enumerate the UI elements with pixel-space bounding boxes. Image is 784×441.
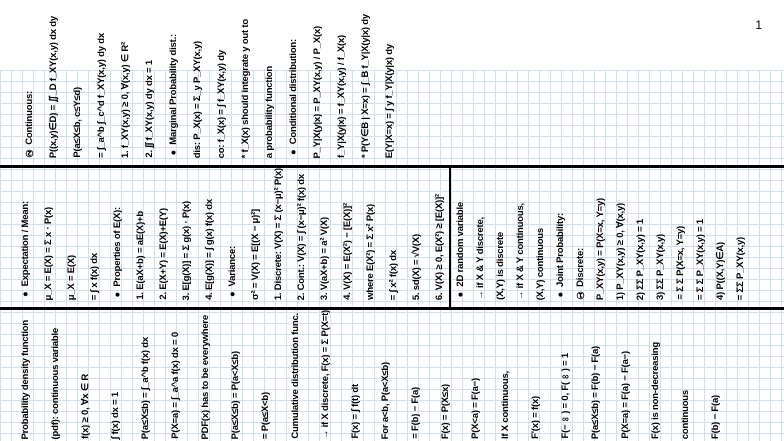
note-line: = P(a≤X<b)	[260, 391, 271, 439]
note-line: ● Conditional distribution:	[288, 39, 299, 158]
note-line: ● 2D random variable	[455, 202, 466, 300]
note-line: (pdf): continuous variable	[50, 327, 61, 439]
note-line: → if X & Y discrete,	[475, 217, 486, 300]
note-line: μ_X = E(X)	[66, 254, 77, 300]
note-line: 1. E(aX+b) = aE(X)+b	[135, 211, 146, 300]
note-line: = Σ Σ P(X=x, Y=y)	[675, 226, 686, 300]
note-line: 2) ΣΣ P_XY(x,y) = 1	[635, 218, 646, 300]
note-line: F(b) − F(a)	[710, 395, 721, 439]
note-line: 1) P_XY(x,y) ≥ 0, ∀(x,y)	[615, 202, 626, 300]
note-line: ● Expectation / Mean:	[20, 201, 31, 300]
note-line: a probability function	[264, 65, 275, 158]
note-line: P_XY(x,y) = P(X=x, Y=y)	[595, 197, 606, 300]
note-line: P((x,y)∈D) = ∬_D f_XY(x,y) dx dy	[48, 15, 59, 158]
note-line: (X,Y) is discrete	[495, 232, 506, 300]
note-line: For a<b, P(a<X≤b)	[380, 361, 391, 439]
note-line: 1. f_XY(x,y) ≥ 0, ∀(x,y) ∈ R²	[120, 41, 131, 158]
note-line: f_Y|X(y|x) = f_XY(x,y) / f_X(x)	[336, 35, 347, 158]
note-line: P(X=a) = F(a) − F(a−)	[620, 351, 631, 439]
note-line: = ∫_a^b ∫_c^d f_XY(x,y) dy dx	[96, 33, 107, 158]
note-line: F'(x) = f(x)	[530, 396, 541, 439]
section-divider	[0, 307, 784, 310]
note-line: 2. ∫∫ f_XY(x,y) dy dx = 1	[144, 60, 155, 158]
note-line: (X,Y) continuous	[535, 227, 546, 300]
note-line: σ² = V(X) = E[(X − μ)²]	[250, 209, 261, 300]
note-line: E(Y|X=x) = ∫ y f_Y|X(y|x) dy	[384, 43, 395, 158]
note-line: μ_X = E(X) = Σ x · P(x)	[43, 206, 54, 301]
section-pdf-cdf: Probability density function (pdf): conti…	[0, 310, 784, 441]
note-line: 4. V(X) = E(X²) − [E(X)]²	[342, 203, 353, 300]
note-line: P_Y|X(y|x) = P_XY(x,y) / P_X(x)	[312, 25, 323, 158]
note-line: * f_X(x) should integrate y out to	[240, 18, 251, 158]
note-line: 2. E(X+Y) = E(X)+E(Y)	[158, 208, 169, 300]
note-line: F(−∞) = 0, F(∞) = 1	[560, 353, 571, 439]
note-line: co: f_X(x) = ∫ f_XY(x,y) dy	[216, 49, 227, 158]
section-divider	[0, 165, 784, 168]
note-line: P(a≤X≤b) = P(a<X≤b)	[230, 350, 241, 439]
note-line: P(X<a) = F(a−)	[470, 378, 481, 439]
note-line: 3) ΣΣ P_XY(x,y)	[655, 234, 666, 300]
note-line: P(X=a) = ∫_a^a f(x) dx = 0	[170, 332, 181, 439]
note-line: 6. V(X) ≥ 0, E(X²) ≥ [E(X)]²	[434, 193, 445, 300]
note-line: 4) P((X,Y)∈A)	[715, 242, 726, 300]
note-line: ● Properties of E(X):	[112, 207, 123, 300]
section-random-variable-2d: ● 2D random variable → if X & Y discrete,…	[451, 168, 784, 306]
note-line: f(x) ≥ 0, ∀x ∈ R	[80, 374, 91, 439]
note-line: P(a≤X≤b) = F(b) − F(a)	[590, 345, 601, 439]
note-line: continuous	[680, 389, 691, 439]
note-line: F(x) = P(X≤x)	[440, 383, 451, 439]
section-expectation: ● Expectation / Mean: μ_X = E(X) = Σ x · …	[0, 168, 448, 306]
note-line: ∫ f(x) dx = 1	[110, 391, 121, 439]
note-line: = ∫ x f(x) dx	[89, 252, 100, 300]
note-line: 4. E[g(X)] = ∫ g(x) f(x) dx	[204, 199, 215, 300]
note-line: F(x) = ∫ f(t) dt	[350, 384, 361, 439]
note-line: 3. V(aX+b) = a² V(X)	[319, 216, 330, 300]
note-line: ● Variance:	[227, 246, 238, 300]
note-line: where E(X²) = Σ x² P(x)	[365, 204, 376, 300]
note-line: → if X discrete, F(x) = Σ P(X=t)	[320, 310, 331, 439]
note-line: PDF(x) has to be everywhere	[200, 314, 211, 439]
note-line: 2. Cont.: V(X) = ∫ (x−μ)² f(x) dx	[296, 173, 307, 300]
note-line: = F(b) − F(a)	[410, 387, 421, 439]
note-line: ● Marginal Probability dist.:	[168, 34, 179, 158]
note-line: Probability density function	[20, 319, 31, 440]
grid-paper	[0, 70, 784, 441]
note-line: → if X & Y continuous,	[515, 202, 526, 300]
page-number: 1	[755, 18, 762, 32]
note-line: dis: P_X(x) = Σ_y P_XY(x,y)	[192, 40, 203, 158]
note-line: ● Joint Probability:	[555, 212, 566, 300]
note-line: 3. E[g(X)] = Σ g(x) · P(x)	[181, 200, 192, 300]
note-line: 5. sd(X) = √V(X)	[411, 233, 422, 300]
note-line: ① Discrete:	[575, 247, 586, 300]
note-line: ② Continuous:	[24, 91, 35, 158]
note-line: 1. Discrete: V(X) = Σ (x−μ)² P(x)	[273, 168, 284, 300]
note-line: P(a≤X≤b, c≤Y≤d)	[72, 87, 83, 158]
note-line: = ΣΣ P_XY(x,y)	[735, 236, 746, 300]
note-line: = Σ Σ P_XY(x,y) = 1	[695, 218, 706, 300]
column-divider	[449, 166, 451, 308]
note-line: F(x) is non-decreasing	[650, 342, 661, 439]
note-line: * P(Y∈B | X=x) = ∫_B f_Y|X(y|x) dy	[360, 13, 371, 158]
note-line: P(a≤X≤b) = ∫_a^b f(x) dx	[140, 336, 151, 439]
note-line: = ∫ x² f(x) dx	[388, 249, 399, 300]
section-joint-continuous: ② Continuous: P((x,y)∈D) = ∬_D f_XY(x,y) …	[0, 0, 784, 164]
note-line: Cumulative distribution func. (cdf)	[290, 310, 301, 439]
note-line: If X continuous,	[500, 370, 511, 439]
